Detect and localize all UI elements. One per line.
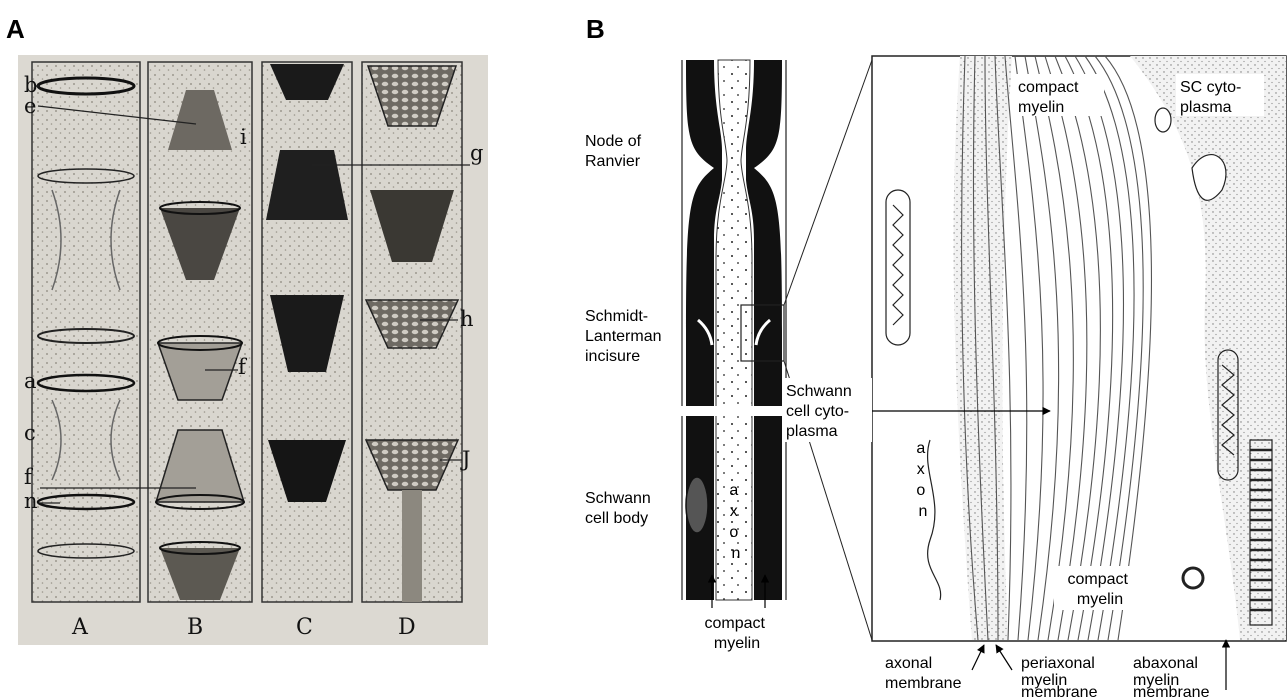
column-label-d: D [398, 615, 416, 640]
label-j: J [460, 447, 470, 471]
label-n: n [24, 489, 38, 513]
fiber-column-b [148, 62, 252, 602]
fiber-column-c [262, 62, 352, 602]
abaxonal-label: abaxonal myelin membrane [1133, 655, 1210, 697]
schwann-nucleus [686, 477, 708, 533]
node-of-ranvier-label: Node of Ranvier [585, 133, 646, 170]
fiber-column-a [32, 62, 140, 602]
schwann-cell-body-label: Schwann cell body [585, 490, 655, 527]
compact-myelin-bottom-label: compact myelin [705, 615, 770, 652]
column-label-a: A [71, 615, 89, 640]
axonal-membrane-label: axonal membrane [885, 655, 962, 692]
fiber-break [680, 406, 788, 416]
label-g: g [470, 141, 483, 165]
column-label-c: C [296, 615, 313, 640]
label-c: c [24, 421, 36, 445]
label-h: h [460, 307, 474, 331]
label-a: a [24, 369, 37, 393]
fiber-column-d [362, 62, 462, 602]
column-label-b: B [187, 615, 203, 640]
panel-a-illustration: b e i g h a c f f n J A B C D [18, 55, 488, 645]
schmidt-lanterman-label: Schmidt- Lanterman incisure [585, 308, 666, 365]
periaxonal-label: periaxonal myelin membrane [1021, 655, 1099, 697]
label-e: e [24, 94, 36, 118]
panel-a-letter: A [6, 14, 25, 44]
panel-b-letter: B [586, 14, 605, 44]
label-i: i [240, 125, 247, 149]
nerve-fiber-schematic [680, 60, 872, 640]
myelin-inset-detail [872, 56, 1286, 641]
